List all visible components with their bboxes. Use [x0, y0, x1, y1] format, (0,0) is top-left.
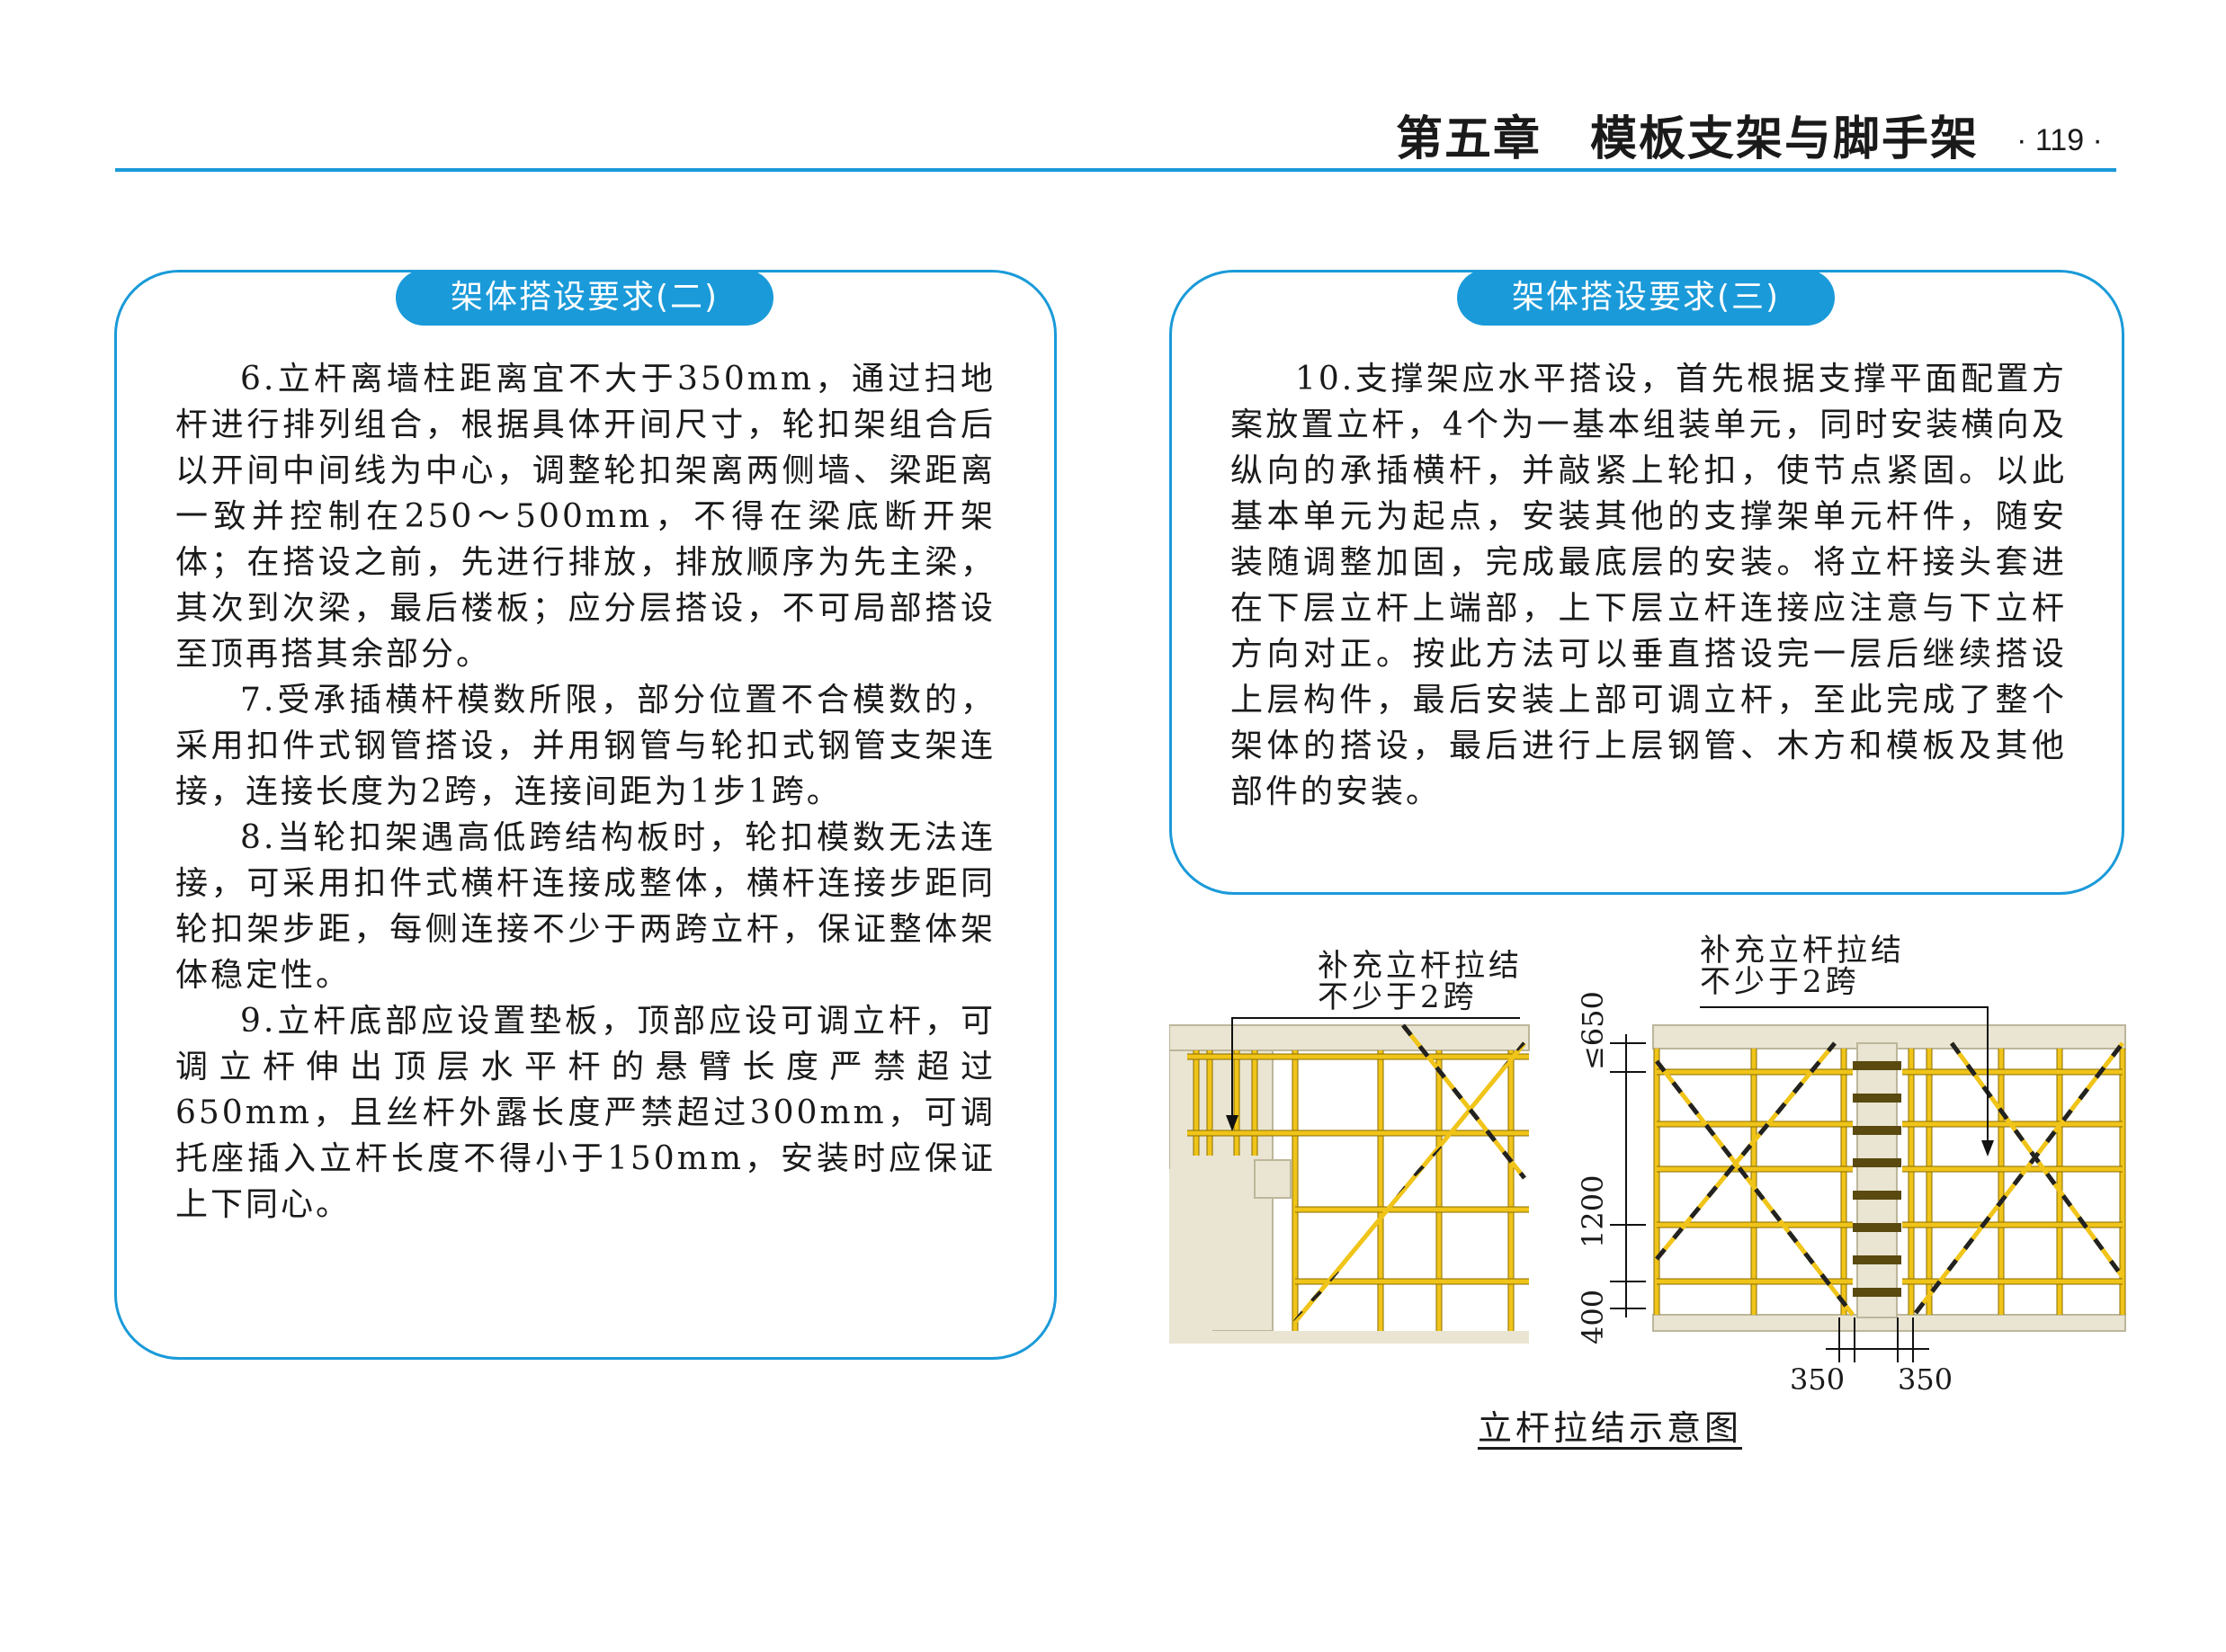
dim-right-span-label: 350: [1898, 1362, 1953, 1397]
left-brace-stripe: [1293, 1041, 1526, 1324]
right-brace-2-stripe: [1655, 1041, 1837, 1261]
column-clamp-7: [1853, 1288, 1901, 1297]
right-poles: [1653, 1049, 2126, 1315]
left-brace-2-stripe: [1401, 1023, 1526, 1180]
right-drawing: 补充立杆拉结 不少于2跨 ≤650 1200 400 350 350: [1576, 933, 2126, 1397]
left-label-line1: 补充立杆拉结: [1318, 948, 1523, 984]
right-panel-text: 10.支撑架应水平搭设，首先根据支撑平面配置方案放置立杆，4个为一基本组装单元，…: [1230, 356, 2067, 815]
right-brace-1: [1655, 1059, 1855, 1317]
right-column: [1856, 1042, 1898, 1318]
left-base-slab: [1169, 1331, 1529, 1344]
paragraph-9: 9.立杆底部应设置垫板，顶部应设可调立杆，可调立杆伸出顶层水平杆的悬臂长度严禁超…: [175, 1003, 996, 1223]
right-label-line1: 补充立杆拉结: [1700, 933, 1905, 969]
right-brace-3-stripe: [1914, 1041, 2124, 1315]
right-brace-4-stripe: [1949, 1041, 2125, 1279]
left-beam: [1254, 1159, 1292, 1199]
left-wall-lower: [1169, 1169, 1212, 1331]
page-number: · 119 ·: [2016, 123, 2103, 157]
left-panel-text: 6.立杆离墙柱距离宜不大于350mm，通过扫地杆进行排列组合，根据具体开间尺寸，…: [175, 356, 996, 1228]
header-rule: [115, 168, 2116, 172]
column-clamp-0: [1853, 1061, 1901, 1070]
chapter-title: 第五章 模板支架与脚手架: [1395, 112, 1979, 166]
right-panel: [1169, 270, 2124, 895]
left-label-line2: 不少于2跨: [1318, 979, 1478, 1015]
figure-caption: 立杆拉结示意图: [1477, 1408, 1742, 1448]
left-leader-line: [1231, 1017, 1520, 1120]
paragraph-7: 7.受承插横杆模数所限，部分位置不合模数的，采用扣件式钢管搭设，并用钢管与轮扣式…: [175, 682, 996, 810]
dim-bottom-label: 400: [1576, 1290, 1610, 1344]
right-leader-arrow: [1981, 1140, 1994, 1156]
dim-left-span-label: 350: [1790, 1362, 1845, 1397]
left-panel: [114, 270, 1057, 1360]
dim-mid-label: 1200: [1576, 1175, 1610, 1248]
left-panel-title: 架体搭设要求(二): [396, 270, 773, 326]
paragraph-10: 10.支撑架应水平搭设，首先根据支撑平面配置方案放置立杆，4个为一基本组装单元，…: [1230, 361, 2067, 810]
right-panel-title: 架体搭设要求(三): [1457, 270, 1835, 326]
dim-top-label: ≤650: [1576, 991, 1610, 1070]
column-clamp-5: [1853, 1223, 1901, 1232]
paragraph-8: 8.当轮扣架遇高低跨结构板时，轮扣模数无法连接，可采用扣件式横杆连接成整体，横杆…: [175, 819, 996, 994]
left-drawing: 补充立杆拉结 不少于2跨: [1169, 948, 1530, 1344]
paragraph-6: 6.立杆离墙柱距离宜不大于350mm，通过扫地杆进行排列组合，根据具体开间尺寸，…: [175, 361, 996, 673]
pole-tie-diagram: 补充立杆拉结 不少于2跨 补充立杆拉结 不少于2跨 ≤650 1200 400: [1169, 933, 2126, 1397]
column-clamp-3: [1853, 1158, 1901, 1167]
right-label-line2: 不少于2跨: [1700, 964, 1860, 1000]
left-leader-arrow: [1226, 1115, 1238, 1131]
left-top-slab: [1169, 1024, 1530, 1051]
column-clamp-6: [1853, 1255, 1901, 1264]
column-clamp-4: [1853, 1191, 1901, 1200]
column-clamp-1: [1853, 1094, 1901, 1103]
column-clamp-2: [1853, 1126, 1901, 1135]
left-ledgers: [1187, 1053, 1529, 1285]
right-leader-line: [1700, 1006, 1989, 1144]
column-clamps: [1853, 1061, 1901, 1297]
